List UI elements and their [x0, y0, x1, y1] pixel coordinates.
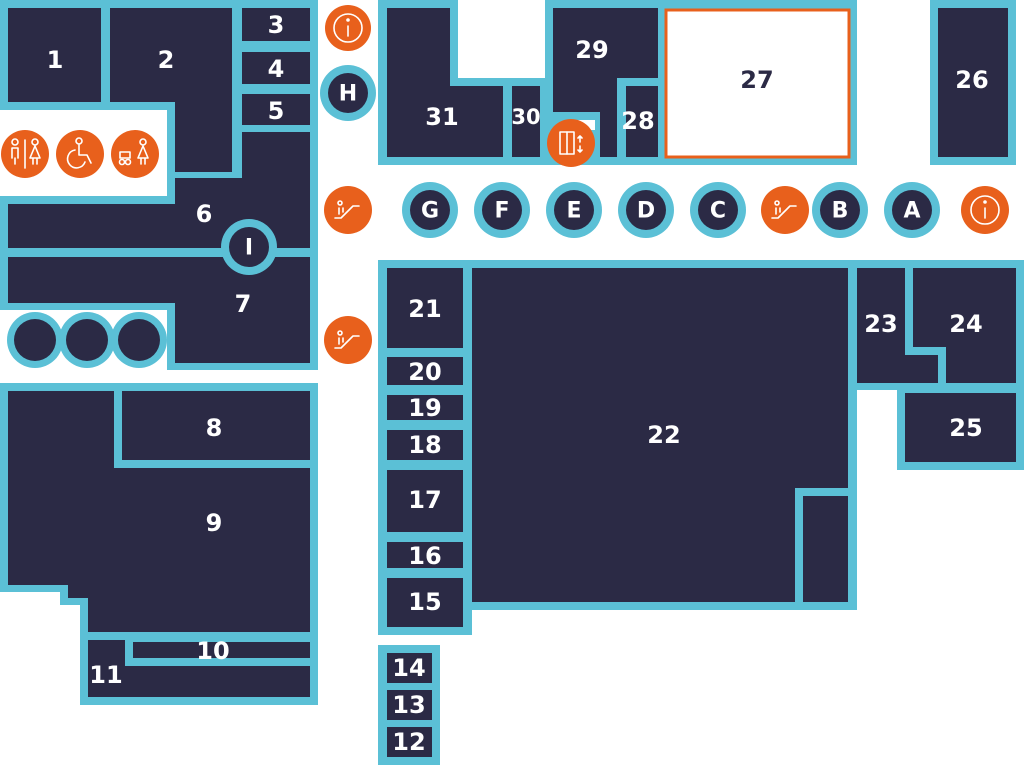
kiosk-b[interactable]: B	[812, 182, 868, 238]
room-17[interactable]	[387, 470, 463, 532]
room-9[interactable]	[8, 391, 310, 632]
kiosk-h[interactable]: H	[320, 65, 376, 121]
room-23[interactable]	[857, 268, 938, 383]
kiosk-c[interactable]: C	[690, 182, 746, 238]
room-7[interactable]	[8, 257, 310, 363]
escalator-icon[interactable]	[761, 186, 809, 234]
room-16[interactable]	[387, 542, 463, 568]
kiosk-e[interactable]: E	[546, 182, 602, 238]
room-10[interactable]	[133, 642, 310, 658]
room-13[interactable]	[387, 690, 432, 720]
room-12[interactable]	[387, 727, 432, 757]
room-6[interactable]	[8, 132, 310, 248]
kiosk-i[interactable]: I	[221, 219, 277, 275]
room-11[interactable]	[88, 640, 310, 697]
room-27[interactable]	[664, 8, 851, 159]
kiosk-f[interactable]: F	[474, 182, 530, 238]
escalator-icon[interactable]	[324, 186, 372, 234]
room-19[interactable]	[387, 395, 463, 420]
elevator-icon[interactable]	[547, 119, 595, 167]
room-24[interactable]	[913, 268, 1016, 383]
room-31[interactable]	[387, 8, 503, 157]
room-3[interactable]	[242, 8, 310, 41]
accessible-icon[interactable]	[56, 130, 104, 178]
room-20[interactable]	[387, 357, 463, 385]
room-30[interactable]	[512, 86, 540, 157]
room-22[interactable]	[472, 268, 848, 602]
room-1[interactable]	[8, 8, 101, 102]
room-5[interactable]	[242, 94, 310, 125]
room-14[interactable]	[387, 653, 432, 683]
room-26[interactable]	[938, 8, 1008, 157]
info-icon[interactable]	[961, 186, 1009, 234]
kiosk-d[interactable]: D	[618, 182, 674, 238]
room-25[interactable]	[905, 393, 1016, 462]
room-18[interactable]	[387, 430, 463, 460]
room-4[interactable]	[242, 52, 310, 84]
room-15[interactable]	[387, 578, 463, 627]
room-29[interactable]	[553, 8, 658, 157]
escalator-icon[interactable]	[324, 316, 372, 364]
info-icon[interactable]	[325, 5, 371, 51]
room-2[interactable]	[110, 8, 232, 172]
baby-change-icon[interactable]	[111, 130, 159, 178]
room-28[interactable]	[626, 86, 658, 157]
restroom-icon[interactable]	[1, 130, 49, 178]
room-8[interactable]	[122, 391, 310, 460]
kiosk-g[interactable]: G	[402, 182, 458, 238]
kiosk-a[interactable]: A	[884, 182, 940, 238]
unlabeled-kiosks	[7, 312, 167, 368]
room-unlabeled[interactable]	[803, 496, 848, 602]
room-21[interactable]	[387, 268, 463, 348]
